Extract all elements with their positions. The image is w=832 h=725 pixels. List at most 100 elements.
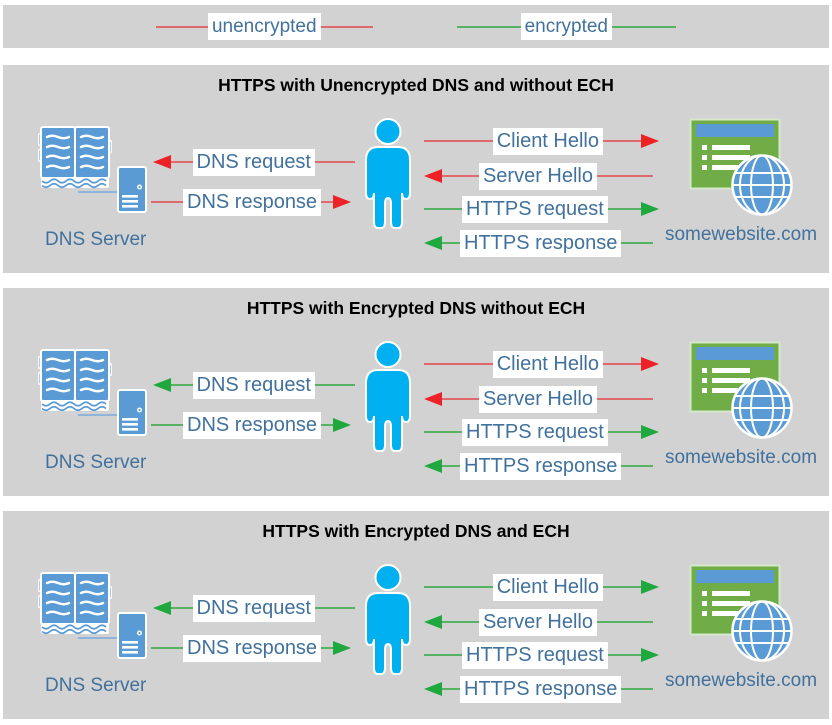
arrow-line [597, 398, 653, 400]
https-request-arrow: HTTPS request [424, 195, 659, 223]
legend-label-encrypted: encrypted [520, 13, 613, 40]
arrow-line [315, 607, 355, 609]
user-icon [358, 341, 418, 455]
dns-server-label: DNS Server [45, 452, 147, 473]
arrow-line [607, 431, 641, 433]
arrow-label: Client Hello [492, 127, 603, 155]
website-label: somewebsite.com [664, 447, 818, 468]
panel-title: HTTPS with Unencrypted DNS and without E… [218, 75, 614, 95]
https-response-arrow: HTTPS response [424, 229, 653, 257]
arrowhead-right-icon [641, 580, 659, 594]
arrow-label: HTTPS request [462, 195, 608, 223]
arrow-line [621, 465, 653, 467]
arrowhead-left-icon [424, 459, 442, 473]
arrow-line [442, 621, 479, 623]
website-label: somewebsite.com [664, 670, 818, 691]
user-icon [358, 118, 418, 232]
arrow-line [603, 363, 641, 365]
arrow-label: HTTPS request [462, 641, 608, 669]
dns-request-arrow: DNS request [153, 148, 355, 176]
arrow-label: HTTPS response [460, 675, 622, 703]
https-response-arrow: HTTPS response [424, 675, 653, 703]
user-icon [358, 564, 418, 678]
arrowhead-left-icon [153, 378, 171, 392]
server-hello-arrow: Server Hello [424, 385, 653, 413]
dns-request-arrow: DNS request [153, 594, 355, 622]
arrow-label: Server Hello [478, 385, 597, 413]
arrow-line [171, 161, 193, 163]
https-request-arrow: HTTPS request [424, 641, 659, 669]
arrow-line [442, 175, 479, 177]
arrow-line [603, 586, 641, 588]
arrow-label: DNS response [183, 188, 322, 216]
arrow-label: HTTPS request [462, 418, 608, 446]
legend-label-unencrypted: unencrypted [207, 13, 321, 40]
dns-request-arrow: DNS request [153, 371, 355, 399]
arrow-line [621, 688, 653, 690]
website-icon [689, 341, 801, 441]
arrow-line [442, 688, 460, 690]
arrow-line [171, 384, 193, 386]
arrowhead-right-icon [641, 357, 659, 371]
server-hello-arrow: Server Hello [424, 608, 653, 636]
arrow-line [597, 621, 653, 623]
arrow-line [321, 647, 333, 649]
arrow-line [607, 654, 641, 656]
panel-encrypted-dns-no-ech: HTTPS with Encrypted DNS without ECH DNS… [3, 288, 829, 496]
arrowhead-left-icon [153, 601, 171, 615]
arrowhead-left-icon [424, 169, 442, 183]
arrow-label: DNS request [192, 594, 315, 622]
arrow-line [151, 424, 183, 426]
client-hello-arrow: Client Hello [424, 127, 659, 155]
legend: unencrypted encrypted [3, 5, 829, 48]
arrow-line [607, 208, 641, 210]
legend-item-unencrypted: unencrypted [155, 13, 373, 40]
panel-title: HTTPS with Encrypted DNS and ECH [262, 521, 570, 541]
arrow-label: Client Hello [492, 350, 603, 378]
panel-unencrypted-dns-no-ech: HTTPS with Unencrypted DNS and without E… [3, 65, 829, 273]
arrow-label: DNS response [183, 634, 322, 662]
arrowhead-left-icon [424, 615, 442, 629]
arrow-line [603, 140, 641, 142]
dns-response-arrow: DNS response [151, 188, 351, 216]
client-hello-arrow: Client Hello [424, 573, 659, 601]
arrow-line [315, 161, 355, 163]
https-response-arrow: HTTPS response [424, 452, 653, 480]
arrow-line [597, 175, 653, 177]
arrow-line [321, 201, 333, 203]
arrowhead-left-icon [424, 682, 442, 696]
arrow-label: HTTPS response [460, 452, 622, 480]
arrow-label: Server Hello [478, 608, 597, 636]
arrow-label: HTTPS response [460, 229, 622, 257]
arrow-line [424, 363, 493, 365]
https-request-arrow: HTTPS request [424, 418, 659, 446]
arrow-line [424, 208, 462, 210]
arrowhead-right-icon [333, 195, 351, 209]
arrow-label: DNS response [183, 411, 322, 439]
arrow-label: Client Hello [492, 573, 603, 601]
unencrypted-line [155, 25, 208, 28]
arrowhead-right-icon [333, 641, 351, 655]
arrow-label: Server Hello [478, 162, 597, 190]
arrow-line [151, 201, 183, 203]
arrowhead-left-icon [153, 155, 171, 169]
website-icon [689, 118, 801, 218]
arrowhead-right-icon [641, 134, 659, 148]
arrow-line [442, 465, 460, 467]
arrow-line [315, 384, 355, 386]
unencrypted-line [320, 25, 373, 28]
arrow-line [424, 140, 493, 142]
arrow-line [424, 586, 493, 588]
dns-server-label: DNS Server [45, 675, 147, 696]
arrow-line [151, 647, 183, 649]
arrow-line [424, 431, 462, 433]
website-icon [689, 564, 801, 664]
legend-item-encrypted: encrypted [456, 13, 677, 40]
panel-encrypted-dns-with-ech: HTTPS with Encrypted DNS and ECH DNS Ser… [3, 511, 829, 719]
dns-server-label: DNS Server [45, 229, 147, 250]
arrow-line [442, 242, 460, 244]
arrowhead-left-icon [424, 392, 442, 406]
arrow-line [621, 242, 653, 244]
arrow-label: DNS request [192, 148, 315, 176]
